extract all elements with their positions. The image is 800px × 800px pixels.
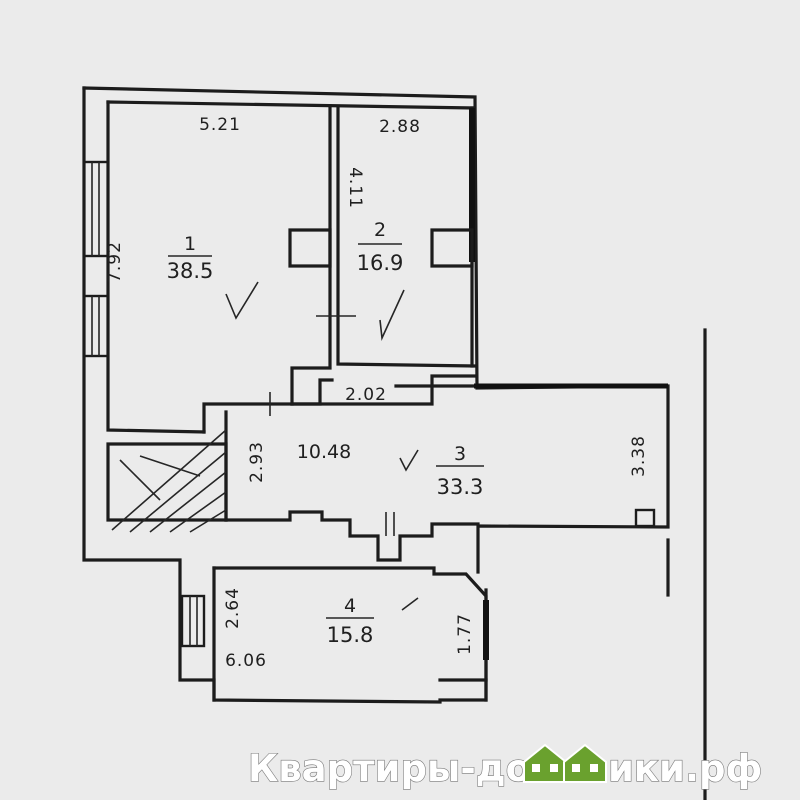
dim-room1-height: 7.92 <box>105 241 125 283</box>
stair <box>106 429 228 533</box>
room-4-label: 4 15.8 <box>326 595 374 647</box>
dim-room3-height: 3.38 <box>629 435 649 477</box>
dim-room4-side: 1.77 <box>455 613 475 655</box>
dim-room2-height: 4.11 <box>345 167 365 209</box>
dim-room3-partial-area: 10.48 <box>297 441 351 463</box>
room-2-number: 2 <box>374 219 386 241</box>
room-1-label: 1 38.5 <box>167 233 214 283</box>
watermark-text: Квартиры-до <box>248 747 531 790</box>
room-4-number: 4 <box>344 595 356 617</box>
room-2-area: 16.9 <box>357 251 404 275</box>
room-4-walls <box>212 566 489 702</box>
room-1-number: 1 <box>184 233 196 255</box>
watermark-house-logo <box>523 743 607 783</box>
dim-room2-width: 2.88 <box>379 117 421 137</box>
check-marks <box>225 281 419 611</box>
dim-room4-height: 2.64 <box>223 587 243 629</box>
watermark: Квартиры-до ики.рф <box>247 743 763 791</box>
room-3-area: 33.3 <box>437 475 484 499</box>
room-1-area: 38.5 <box>167 259 214 283</box>
room-3-label: 3 33.3 <box>436 443 484 499</box>
room-3-walls <box>224 374 668 562</box>
window-left-lower <box>82 294 110 358</box>
dim-corridor-width: 2.02 <box>345 385 387 405</box>
dim-corridor-depth: 2.93 <box>247 441 267 483</box>
watermark-text-tail: ики.рф <box>608 747 762 790</box>
dim-room4-width: 6.06 <box>225 651 267 671</box>
door-ticks <box>269 315 395 536</box>
room-2-label: 2 16.9 <box>357 219 404 275</box>
room-3-number: 3 <box>454 443 466 465</box>
dim-room1-width: 5.21 <box>199 115 241 135</box>
window-room4 <box>180 594 206 648</box>
room-4-area: 15.8 <box>327 623 374 647</box>
room-2-walls <box>288 106 476 368</box>
